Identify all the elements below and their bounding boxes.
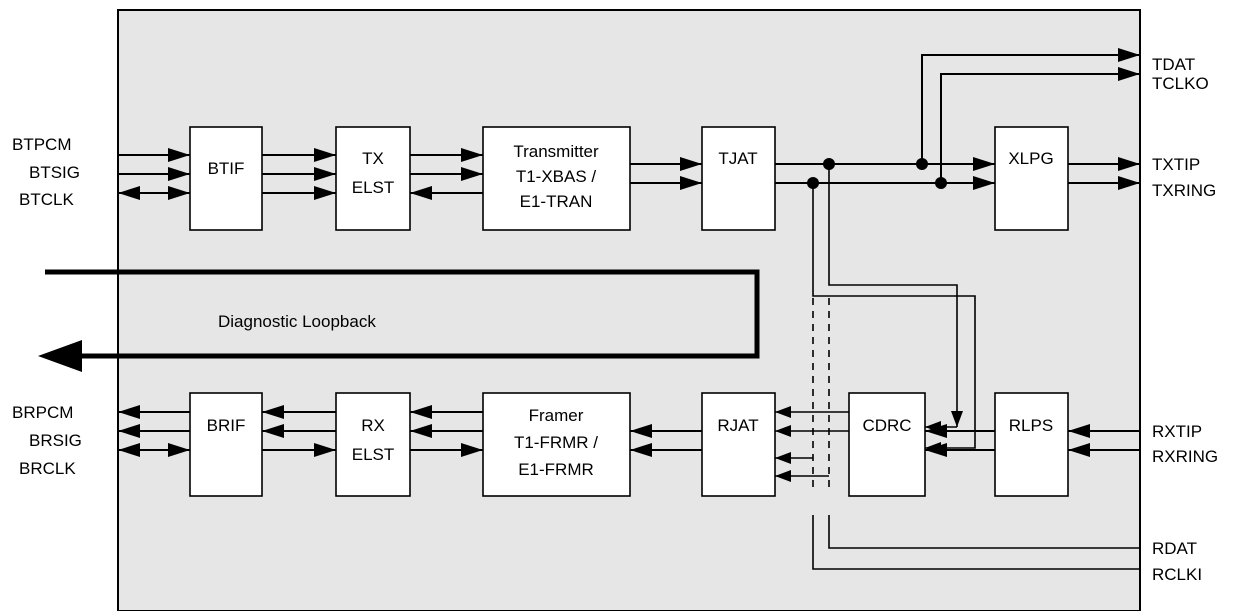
diagnostic-loopback-arrowhead <box>38 340 82 372</box>
signal-txring: TXRING <box>1152 181 1216 200</box>
svg-text:ELST: ELST <box>352 178 395 197</box>
signal-txtip: TXTIP <box>1152 155 1200 174</box>
xlpg-block: XLPG <box>994 126 1069 231</box>
diagnostic-loopback-label: Diagnostic Loopback <box>218 312 376 331</box>
signal-rdat: RDAT <box>1152 539 1197 558</box>
svg-text:RJAT: RJAT <box>717 416 758 435</box>
signal-btsig: BTSIG <box>29 163 80 182</box>
cdrc-block: CDRC <box>848 392 926 497</box>
right-tx-signals: TXTIP TXRING <box>1152 155 1216 200</box>
svg-text:BTIF: BTIF <box>208 159 245 178</box>
signal-rxring: RXRING <box>1152 447 1218 466</box>
signal-brclk: BRCLK <box>19 459 76 478</box>
signal-btpcm: BTPCM <box>12 135 72 154</box>
signal-btclk: BTCLK <box>19 190 74 209</box>
svg-text:BRIF: BRIF <box>207 416 246 435</box>
transmitter-block: Transmitter T1-XBAS / E1-TRAN <box>482 126 631 231</box>
svg-text:T1-FRMR /: T1-FRMR / <box>514 433 598 452</box>
svg-text:Framer: Framer <box>529 406 584 425</box>
signal-brsig: BRSIG <box>29 431 82 450</box>
svg-text:E1-TRAN: E1-TRAN <box>520 192 593 211</box>
right-top-signals: TDAT TCLKO <box>1152 55 1209 93</box>
brif-block: BRIF <box>189 392 263 497</box>
svg-text:E1-FRMR: E1-FRMR <box>518 460 594 479</box>
framer-block: Framer T1-FRMR / E1-FRMR <box>482 392 631 497</box>
svg-text:RX: RX <box>361 416 385 435</box>
signal-tclko: TCLKO <box>1152 74 1209 93</box>
svg-text:T1-XBAS /: T1-XBAS / <box>516 167 597 186</box>
right-rx-signals: RXTIP RXRING <box>1152 422 1218 466</box>
btif-block: BTIF <box>189 126 263 231</box>
signal-rclki: RCLKI <box>1152 565 1202 584</box>
rjat-block: RJAT <box>701 392 776 497</box>
svg-text:ELST: ELST <box>352 445 395 464</box>
left-rx-signals: BRPCM BRSIG BRCLK <box>12 403 82 478</box>
signal-tdat: TDAT <box>1152 55 1195 74</box>
svg-text:TX: TX <box>362 149 384 168</box>
tjat-block: TJAT <box>701 126 776 231</box>
svg-text:TJAT: TJAT <box>718 149 757 168</box>
signal-rxtip: RXTIP <box>1152 422 1202 441</box>
chip-body <box>117 9 1141 611</box>
tx-elst-block: TX ELST <box>335 126 411 231</box>
left-tx-signals: BTPCM BTSIG BTCLK <box>12 135 80 209</box>
rlps-block: RLPS <box>994 392 1069 497</box>
rx-elst-block: RX ELST <box>335 392 411 497</box>
svg-text:XLPG: XLPG <box>1008 149 1053 168</box>
diagnostic-loopback-path <box>45 269 760 359</box>
svg-text:CDRC: CDRC <box>862 416 911 435</box>
svg-text:RLPS: RLPS <box>1009 416 1053 435</box>
svg-text:Transmitter: Transmitter <box>513 142 599 161</box>
right-bottom-signals: RDAT RCLKI <box>1152 539 1202 584</box>
signal-brpcm: BRPCM <box>12 403 73 422</box>
